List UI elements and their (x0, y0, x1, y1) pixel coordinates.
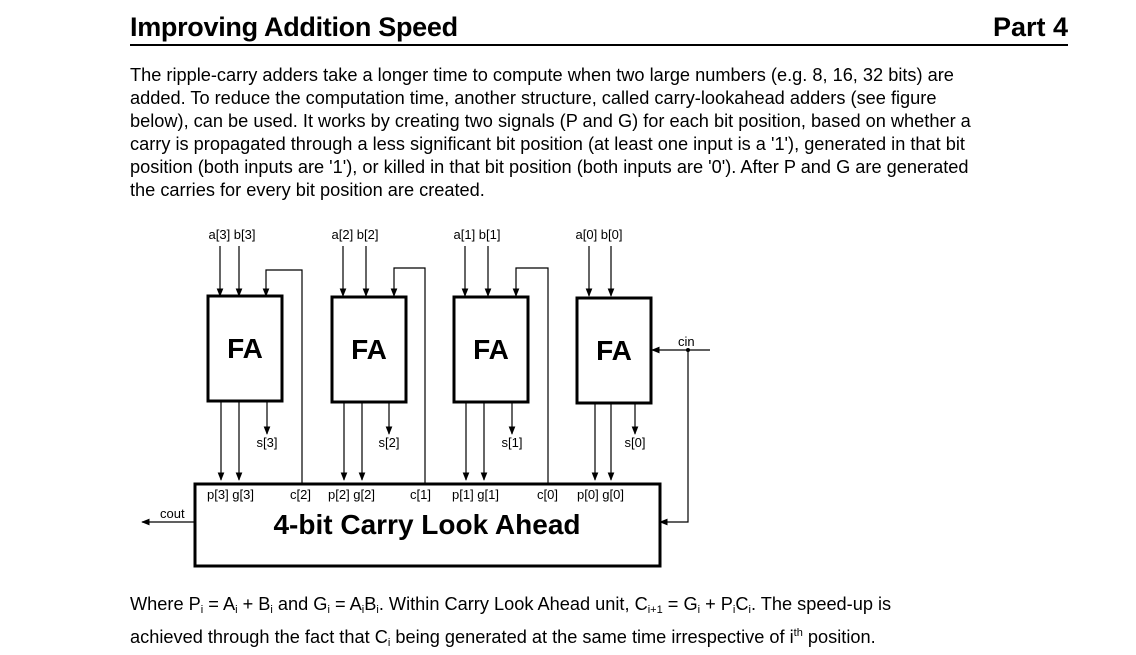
input-label-2: a[2] b[2] (332, 227, 379, 242)
intro-line: added. To reduce the computation time, a… (130, 88, 937, 108)
intro-paragraph: The ripple-carry adders take a longer ti… (130, 64, 1070, 202)
input-label-1: a[1] b[1] (454, 227, 501, 242)
input-label-0: a[0] b[0] (576, 227, 623, 242)
pin-label-pg3: p[3] g[3] (207, 487, 254, 502)
full-adder-1: FA (452, 295, 530, 404)
part-label: Part 4 (992, 12, 1068, 42)
sum-label-1: s[1] (502, 435, 523, 450)
input-label-3: a[3] b[3] (209, 227, 256, 242)
cin-label: cin (678, 334, 695, 349)
fa-label: FA (227, 333, 263, 364)
fa-label: FA (596, 335, 632, 366)
pin-label-pg0: p[0] g[0] (577, 487, 624, 502)
sum-label-0: s[0] (625, 435, 646, 450)
full-adder-3: FA (206, 294, 284, 403)
fa-label: FA (351, 334, 387, 365)
carry-lookahead-unit: p[3] g[3] c[2] p[2] g[2] c[1] p[1] g[1] … (193, 482, 662, 568)
cout-label: cout (160, 506, 185, 521)
pin-label-pg1: p[1] g[1] (452, 487, 499, 502)
footer-line-1: Where Pi = Ai + Bi and Gi = AiBi. Within… (130, 594, 892, 616)
footer-line-2: achieved through the fact that Ci being … (130, 627, 876, 649)
intro-line: carry is propagated through a less signi… (130, 134, 965, 154)
intro-line: position (both inputs are '1'), or kille… (130, 157, 969, 177)
pin-label-c2: c[2] (290, 487, 311, 502)
pin-label-pg2: p[2] g[2] (328, 487, 375, 502)
sum-label-2: s[2] (379, 435, 400, 450)
cla-title: 4-bit Carry Look Ahead (273, 509, 580, 540)
page-header: Improving Addition Speed Part 4 (130, 10, 1068, 46)
full-adder-2: FA (330, 295, 408, 404)
fa-label: FA (473, 334, 509, 365)
intro-line: The ripple-carry adders take a longer ti… (130, 65, 954, 85)
full-adder-0: FA (575, 296, 653, 405)
sum-label-3: s[3] (257, 435, 278, 450)
pin-label-c1: c[1] (410, 487, 431, 502)
page-title: Improving Addition Speed (130, 12, 458, 42)
pin-label-c0: c[0] (537, 487, 558, 502)
footer-paragraph: Where Pi = Ai + Bi and Gi = AiBi. Within… (130, 593, 1070, 655)
intro-line: the carries for every bit position are c… (130, 180, 485, 200)
intro-line: below), can be used. It works by creatin… (130, 111, 971, 131)
